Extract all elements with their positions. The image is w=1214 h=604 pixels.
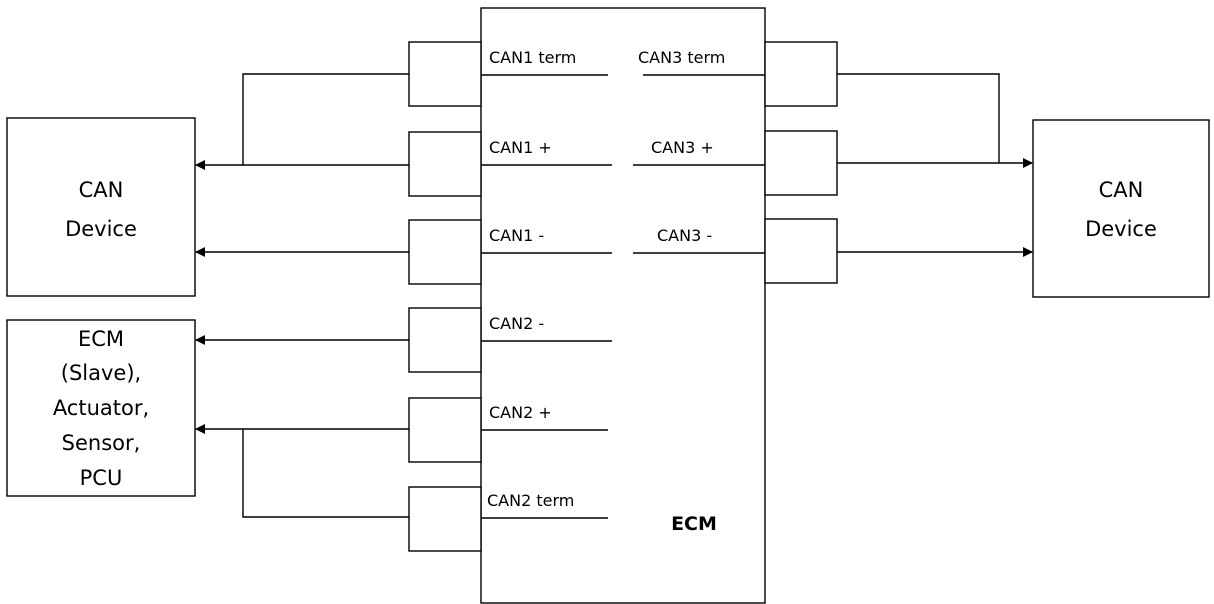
left-device-line-2: Device <box>65 217 137 241</box>
pin-label-can1-plus: CAN1 + <box>489 138 552 157</box>
pin-label-can3-term: CAN3 term <box>638 48 725 67</box>
connector-can1-term <box>408 41 482 107</box>
connector-can2-minus <box>408 307 482 373</box>
connector-can1-minus <box>408 219 482 285</box>
slave-box-line-2: (Slave), <box>61 361 141 385</box>
pin-label-can1-term: CAN1 term <box>489 48 576 67</box>
ecm-block <box>480 7 766 604</box>
right-device-line-1: CAN <box>1099 178 1144 202</box>
ecm-label: ECM <box>671 513 717 535</box>
wire-can2-term <box>242 429 409 518</box>
connector-can1-plus <box>408 131 482 197</box>
right-can-device <box>1032 119 1210 298</box>
slave-box-line-3: Actuator, <box>53 396 149 420</box>
pin-label-can2-minus: CAN2 - <box>489 314 544 333</box>
pin-label-can2-plus: CAN2 + <box>489 403 552 422</box>
slave-box-line-4: Sensor, <box>62 431 141 455</box>
slave-device-box <box>6 319 196 497</box>
connector-can3-minus <box>764 218 838 284</box>
pin-label-can2-term: CAN2 term <box>487 491 574 510</box>
slave-box-line-5: PCU <box>80 466 123 490</box>
connector-can3-plus <box>764 130 838 196</box>
left-can-device <box>6 117 196 297</box>
left-device-line-1: CAN <box>79 178 124 202</box>
right-device-line-2: Device <box>1085 217 1157 241</box>
wire-can3-term <box>837 73 1000 163</box>
pin-label-can3-plus: CAN3 + <box>651 138 714 157</box>
pin-label-can3-minus: CAN3 - <box>657 226 712 245</box>
connector-can2-plus <box>408 397 482 463</box>
connector-can2-term <box>408 486 482 552</box>
wire-can1-term <box>242 73 409 165</box>
connector-can3-term <box>764 41 838 107</box>
slave-box-line-1: ECM <box>78 327 124 351</box>
pin-label-can1-minus: CAN1 - <box>489 226 544 245</box>
